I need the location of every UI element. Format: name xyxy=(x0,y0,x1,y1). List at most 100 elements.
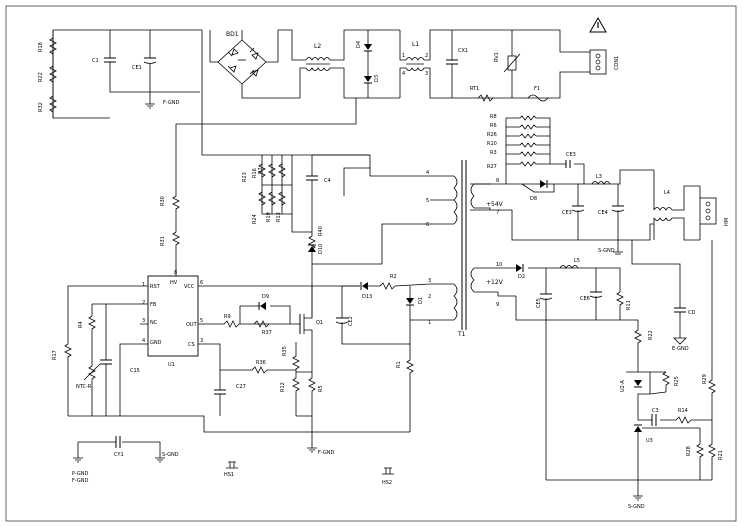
common-mode-choke-l1: L1 1 4 2 3 xyxy=(399,29,440,99)
label-p10: 10 xyxy=(496,262,502,268)
controller-u1: HV VCC RST FB NC OUT GND CS U1 8 1 2 3 4… xyxy=(67,270,360,416)
thermistor-rt1: RT1 xyxy=(470,86,494,102)
label-p4: 4 xyxy=(426,170,429,176)
label-r9: R9 xyxy=(224,314,231,320)
mosfet-q1: Q1 xyxy=(296,286,323,342)
resistor-ladder: R8 R6 R26 R10 R3 R27 xyxy=(487,114,551,184)
label-c3: C3 xyxy=(652,408,659,414)
label-r8: R8 xyxy=(490,114,497,120)
resistor-r22: R22 xyxy=(38,65,57,83)
label-r5: R5 xyxy=(318,385,324,392)
label-r10: R10 xyxy=(487,141,497,147)
label-r16: R16 xyxy=(252,168,258,178)
label-r28: R28 xyxy=(686,446,692,456)
label-l4: L4 xyxy=(664,190,670,196)
capacitor-c4: C4 xyxy=(306,155,331,232)
label-p5: 5 xyxy=(426,198,429,204)
label-u1-cs: CS xyxy=(188,342,195,348)
label-pin6: 6 xyxy=(200,280,203,286)
label-u1-vcc: VCC xyxy=(184,284,195,290)
label-pin1: 1 xyxy=(142,282,145,288)
label-l1-p1: 1 xyxy=(402,53,405,59)
label-p9: 9 xyxy=(496,302,499,308)
label-p1: 1 xyxy=(428,320,431,326)
label-l3: L3 xyxy=(596,174,602,180)
capacitor-cd: CD E-GND xyxy=(672,282,695,352)
heatsink-hs1: HS1 xyxy=(224,461,238,478)
label-r17: R17 xyxy=(52,350,58,360)
label-bd1: BD1 xyxy=(226,31,239,38)
feedback-section: R22 U2-A R25 R29 C3 R14 U3 R28 R21 S-GND xyxy=(546,240,724,510)
output-54v-section: CE3 D8 L3 CE3 CE4 S-GND xyxy=(470,152,681,282)
label-t1: T1 xyxy=(457,331,466,338)
heatsink-hs2: HS2 xyxy=(382,467,394,486)
label-sgnd2: S-GND xyxy=(628,504,645,510)
label-r18: R18 xyxy=(38,42,44,52)
label-u1-fb: FB xyxy=(150,302,157,308)
label-l1-p2: 2 xyxy=(425,53,428,59)
label-c4: C4 xyxy=(324,178,331,184)
label-ce3: CE3 xyxy=(562,210,572,216)
label-r6: R6 xyxy=(490,123,497,129)
label-r27: R27 xyxy=(487,164,497,170)
label-r30: R30 xyxy=(160,196,166,206)
label-con1: CON1 xyxy=(614,56,620,70)
label-l1-p3: 3 xyxy=(425,71,428,77)
resistor-r18: R18 xyxy=(38,37,57,55)
label-p3: 3 xyxy=(428,278,431,284)
label-ce2: CE2 xyxy=(348,316,354,326)
label-pin5: 5 xyxy=(200,318,203,324)
warning-icon xyxy=(589,16,607,33)
fuse-f1: F1 xyxy=(527,86,549,102)
resistor-r32: R32 xyxy=(38,95,57,113)
label-p8: 8 xyxy=(496,178,499,184)
label-pin2: 2 xyxy=(142,300,145,306)
label-u1-out: OUT xyxy=(186,322,198,328)
ground-fgnd-top: F-GND xyxy=(145,98,179,109)
label-12v: +12V xyxy=(486,279,504,286)
resistor-r31: R31 xyxy=(160,231,180,276)
diode-d3: D3 xyxy=(175,68,380,155)
label-hm: HM xyxy=(724,218,730,226)
label-fgnd-l: F-GND xyxy=(72,478,88,484)
label-d4: D4 xyxy=(356,41,362,48)
label-d9: D9 xyxy=(262,294,269,300)
label-l2: L2 xyxy=(314,43,321,50)
label-pin8: 8 xyxy=(174,270,177,276)
label-r29: R29 xyxy=(702,374,708,384)
label-r37: R37 xyxy=(262,330,272,336)
label-54v: +54V xyxy=(486,201,504,208)
label-rt1: RT1 xyxy=(470,86,479,92)
label-d1: D1 xyxy=(418,297,424,304)
bridge-rectifier-bd1: BD1 xyxy=(209,30,300,99)
label-r22b: R22 xyxy=(648,330,654,340)
label-r13: R13 xyxy=(276,212,282,222)
label-r1: R1 xyxy=(396,361,402,368)
label-r36: R36 xyxy=(256,360,266,366)
label-hs2: HS2 xyxy=(382,480,392,486)
label-hs1: HS1 xyxy=(224,472,234,478)
input-filter-section xyxy=(52,29,370,156)
label-l5: L5 xyxy=(574,258,580,264)
label-pgnd: P-GND xyxy=(72,471,89,477)
label-ntc: NTC-R xyxy=(76,384,92,390)
gate-drive-network: R9 D9 R37 xyxy=(218,294,296,336)
label-c27: C27 xyxy=(236,384,246,390)
label-pin3b: 3 xyxy=(200,338,203,344)
current-sense-network: R35 R36 C27 R12 R5 F-GND xyxy=(214,342,334,456)
label-q1: Q1 xyxy=(316,320,323,326)
label-r32: R32 xyxy=(38,102,44,112)
varistor-rv1: RV1 xyxy=(494,30,521,98)
label-u2a: U2-A xyxy=(620,379,626,392)
label-sgnd1: S-GND xyxy=(598,248,615,254)
label-r12: R12 xyxy=(280,382,286,392)
label-ce3-cap: CE3 xyxy=(566,152,576,158)
label-p2: 2 xyxy=(428,294,431,300)
label-u3: U3 xyxy=(646,438,653,444)
label-rv1: RV1 xyxy=(494,52,500,62)
left-bias-network: R17 R4 NTC-R C15 xyxy=(52,304,410,433)
capacitor-c1: C1 xyxy=(92,50,116,70)
label-ce1: CE1 xyxy=(132,65,142,71)
label-fgnd-top: F-GND xyxy=(163,100,179,106)
